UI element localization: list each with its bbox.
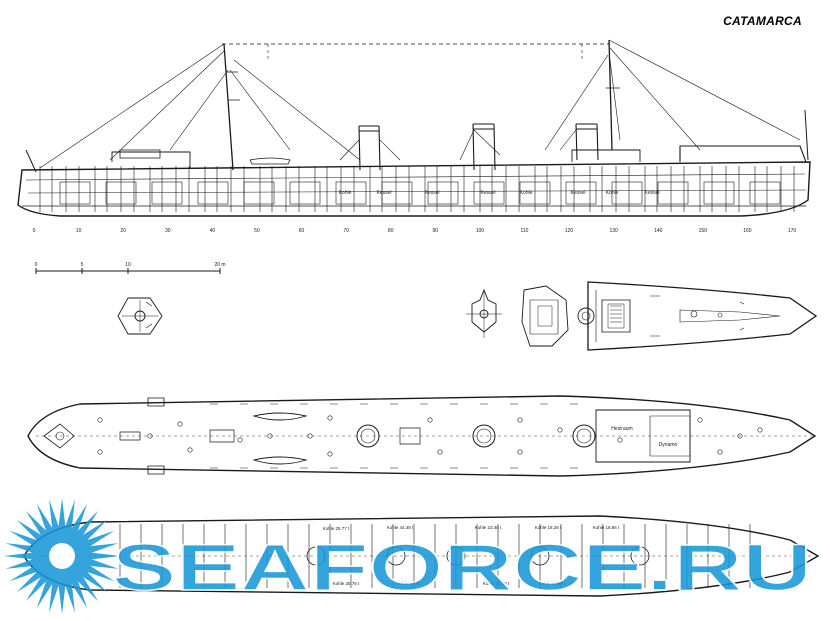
frame-tick-label: 60	[299, 228, 305, 234]
deck-label: Dynamo	[659, 442, 678, 448]
deck-label: Heizraum	[611, 426, 632, 432]
funnel-aft-plan	[356, 424, 380, 448]
hold-compartment-label: Kohle 16.66 t	[593, 525, 620, 530]
scale-label: 5	[81, 262, 84, 268]
compartment-label: Kessel	[424, 190, 439, 196]
hold-compartment-label: Kohle 25.77 t	[323, 526, 350, 531]
frame-tick-label: 20	[120, 228, 126, 234]
hold-compartment-label: Kohle 23.48 t	[483, 581, 510, 586]
frame-tick-label: 150	[699, 228, 708, 234]
frame-tick-label: 130	[609, 228, 618, 234]
side-profile: Kohle Kessel Kessel Kessel Kohle Kessel Kohle K…	[17, 39, 811, 234]
scale-label: 0	[35, 262, 38, 268]
mast-aft	[223, 43, 234, 171]
hold-compartment-label: Kohle 18.26 t	[535, 525, 562, 530]
compartment-label: Kohle	[339, 190, 352, 196]
hold-compartment-label: Kohle 23.48 t	[475, 525, 502, 530]
funnel-aft	[358, 125, 381, 171]
ship-name-title: CATAMARCA	[723, 14, 802, 28]
frame-tick-label: 40	[210, 228, 216, 234]
compartment-label: Kessel	[644, 190, 659, 196]
compartment-label: Kessel	[480, 190, 495, 196]
frame-tick-label: 140	[654, 228, 663, 234]
boat-starboard	[252, 456, 308, 465]
boat-port	[252, 412, 308, 421]
hold-compartment-label: Kohle 44.48 t	[387, 525, 414, 530]
hold-compartment-label: Kohle 44.48 t	[397, 581, 424, 586]
frame-tick-label: 170	[788, 228, 797, 234]
funnel-mid	[472, 123, 496, 171]
frame-tick-label: 90	[433, 228, 439, 234]
hold-compartment-label: Kohle 25.76 t	[333, 581, 360, 586]
funnels	[358, 123, 599, 171]
forecastle-plan	[577, 281, 818, 351]
funnel-mid-plan	[472, 424, 496, 448]
hull-outline	[17, 161, 811, 217]
frame-tick-label: 120	[565, 228, 574, 234]
compartment-label: Kessel	[376, 190, 391, 196]
frame-tick-label: 80	[388, 228, 394, 234]
hold-compartment-label: Kohle 17.88 t	[539, 581, 566, 586]
frame-tick-label: 10	[76, 228, 82, 234]
watermark: SEAFORCE.RU	[4, 498, 813, 614]
scale-label: 10	[125, 262, 131, 268]
bridge-plan	[466, 285, 569, 347]
frame-tick-label: 50	[254, 228, 260, 234]
funnel-fore	[575, 123, 599, 161]
funnel-fore-plan	[572, 424, 596, 448]
scale-label: 20 m	[214, 262, 225, 268]
frame-tick-label: 30	[165, 228, 171, 234]
frame-tick-label: 0	[33, 228, 36, 234]
platform-detail-left	[117, 297, 163, 335]
starburst-logo-icon	[4, 498, 120, 614]
compartment-label: Kohle	[520, 190, 533, 196]
frame-tick-label: 160	[743, 228, 752, 234]
rigging-lines	[39, 39, 801, 169]
compartment-label: Kessel	[570, 190, 585, 196]
scale-bar: 0 5 10 20 m	[35, 262, 226, 274]
frame-tick-label: 100	[476, 228, 485, 234]
frame-tick-label: 110	[520, 228, 528, 234]
compartment-label: Kohle	[606, 190, 619, 196]
frame-tick-label: 70	[343, 228, 349, 234]
watermark-text: SEAFORCE.RU	[112, 530, 812, 604]
mast-fore	[608, 39, 613, 151]
